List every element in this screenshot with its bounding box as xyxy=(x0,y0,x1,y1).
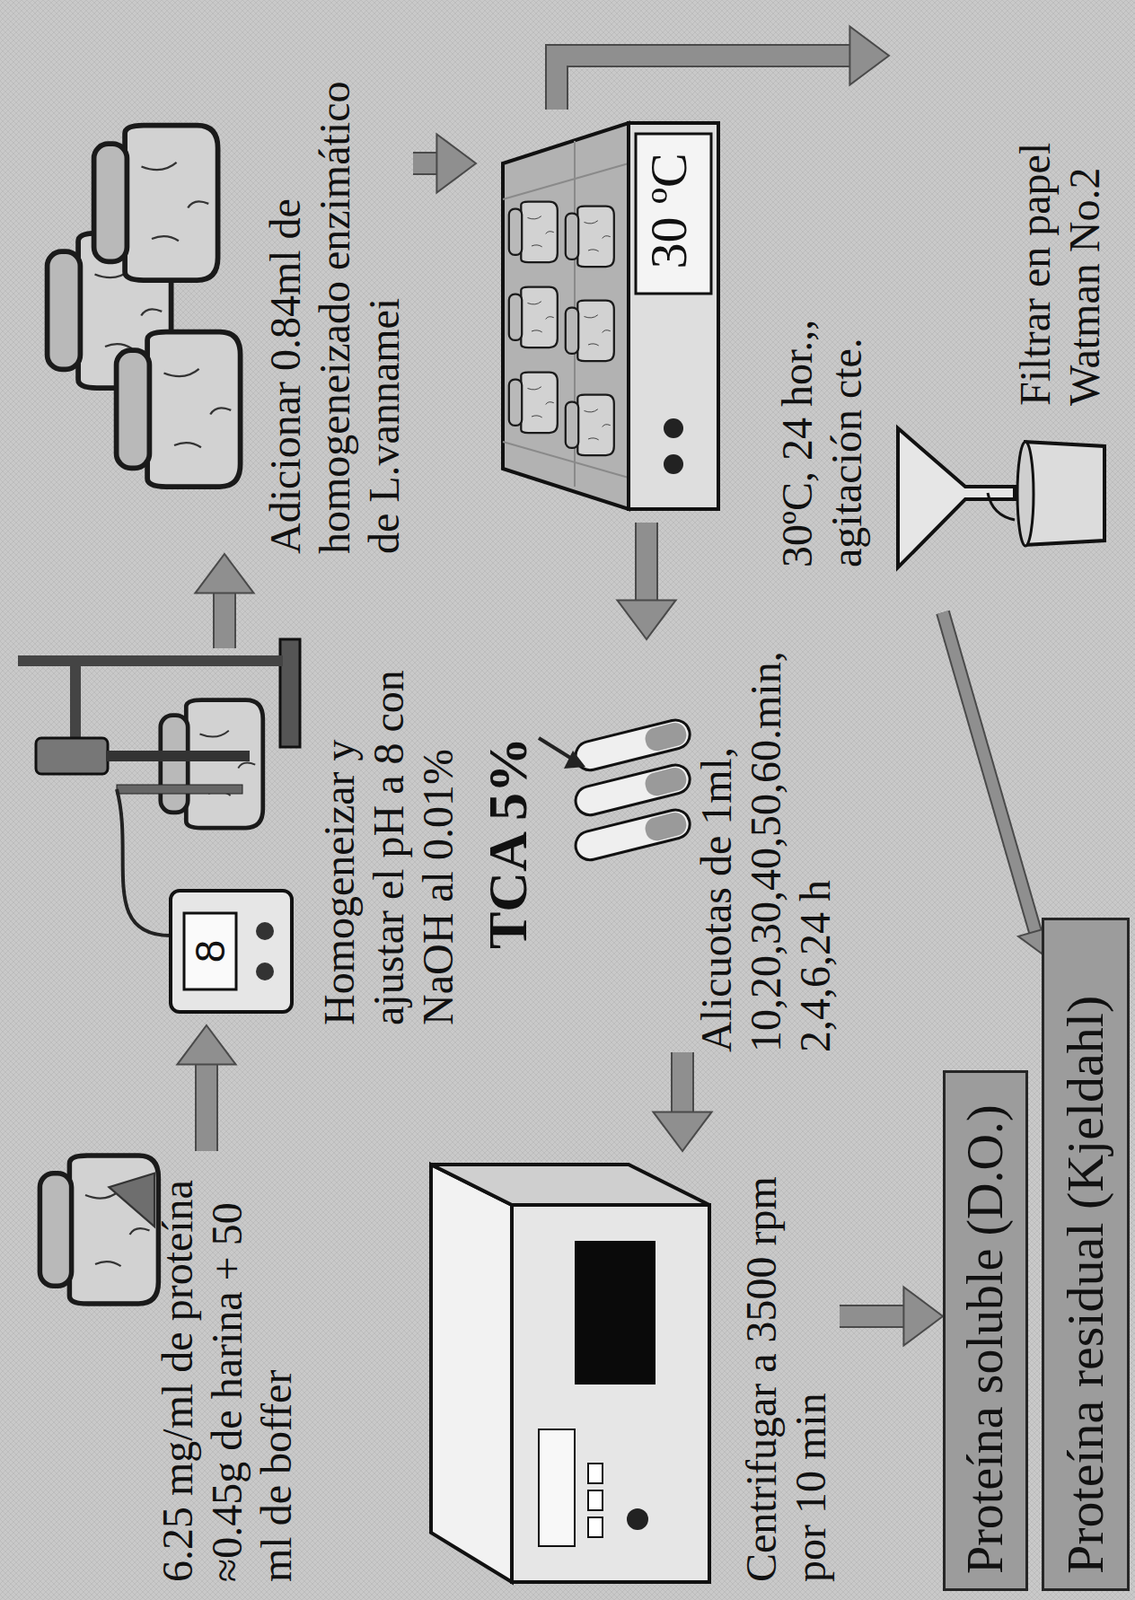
step-node: Filtrar en papel Watman No.2 xyxy=(888,37,1114,613)
arrow-head xyxy=(903,1286,943,1346)
meter-reading: 8 xyxy=(184,913,237,990)
step-node: Adicionar 0.84ml de homogeneizado enzimá… xyxy=(35,42,414,555)
step-node: Homogeneizar y ajustar el pH a 8 con NaO… xyxy=(8,648,476,1026)
step-caption: Filtrar en papel Watman No.2 xyxy=(1010,64,1109,406)
arrow-head xyxy=(616,599,676,640)
result-label: Proteína residual (Kjeldahl) xyxy=(1055,995,1117,1575)
flow-arrow xyxy=(413,133,476,193)
centrifuge xyxy=(431,1164,710,1583)
reagent-label: TCA 5% xyxy=(475,715,540,950)
arrow-shaft-outline xyxy=(413,151,439,176)
sample-jar xyxy=(39,1155,159,1304)
shaker-node: 30 ºC xyxy=(475,109,728,523)
shaker-incubator xyxy=(502,123,719,510)
step-node: Alicuotas de 1ml, 10,20,30,40,50,60.min,… xyxy=(565,639,845,1053)
filter-funnel xyxy=(897,428,1105,568)
arrow-shaft xyxy=(214,591,235,649)
arrow-shaft-outline xyxy=(212,591,237,649)
arrow-shaft-outline xyxy=(942,612,1036,933)
arrow-shaft-outline xyxy=(634,522,659,602)
flow-arrow xyxy=(652,1052,712,1152)
arrow-shaft xyxy=(636,522,657,602)
arrow-shaft xyxy=(556,55,852,110)
arrow-head xyxy=(176,1025,236,1065)
flow-arrow xyxy=(942,612,1053,954)
step-caption: Homogeneizar y ajustar el pH a 8 con NaO… xyxy=(314,648,464,1026)
condition-note: 30ºC, 24 hor.,, agitación cte. xyxy=(772,262,872,568)
arrow-shaft xyxy=(413,153,439,174)
result-label: Proteína soluble (D.O.) xyxy=(956,1104,1014,1575)
homogenizer-illustration xyxy=(17,639,300,1012)
result-box: Proteína residual (Kjeldahl) xyxy=(1041,917,1130,1592)
arrow-head xyxy=(849,26,889,85)
flow-arrow xyxy=(176,1025,236,1152)
step-caption: Adicionar 0.84ml de homogeneizado enzimá… xyxy=(260,42,410,555)
step-caption: 6.25 mg/ml de proteína ≈0.45g de harina … xyxy=(152,1151,302,1583)
step-caption: Centrifugar a 3500 rpm por 10 min xyxy=(736,1151,836,1583)
arrow-shaft-outline xyxy=(194,1063,219,1152)
arrow-head xyxy=(194,554,254,594)
arrow-head xyxy=(436,133,476,193)
arrow-shaft-outline xyxy=(670,1052,695,1114)
arrow-shaft xyxy=(196,1063,217,1152)
arrow-shaft xyxy=(839,1306,906,1327)
step-node: 6.25 mg/ml de proteína ≈0.45g de harina … xyxy=(35,1151,306,1583)
test-tubes xyxy=(572,717,694,863)
flow-arrow xyxy=(556,26,889,110)
arrow-head xyxy=(652,1111,712,1152)
arrow-shaft-outline xyxy=(556,55,852,110)
step-node: Centrifugar a 3500 rpm por 10 min xyxy=(408,1151,840,1592)
flow-arrow xyxy=(194,554,254,649)
reagent-pointer xyxy=(538,738,586,769)
sample-jars xyxy=(47,125,241,488)
arrow-shaft xyxy=(672,1052,693,1114)
flow-arrow xyxy=(839,1286,943,1346)
arrow-shaft xyxy=(942,612,1036,933)
step-caption: Alicuotas de 1ml, 10,20,30,40,50,60.min,… xyxy=(691,639,841,1053)
result-box: Proteína soluble (D.O.) xyxy=(942,1070,1029,1592)
display-reading: 30 ºC xyxy=(637,134,701,288)
arrow-shaft-outline xyxy=(839,1304,906,1329)
flow-arrow xyxy=(616,522,676,640)
